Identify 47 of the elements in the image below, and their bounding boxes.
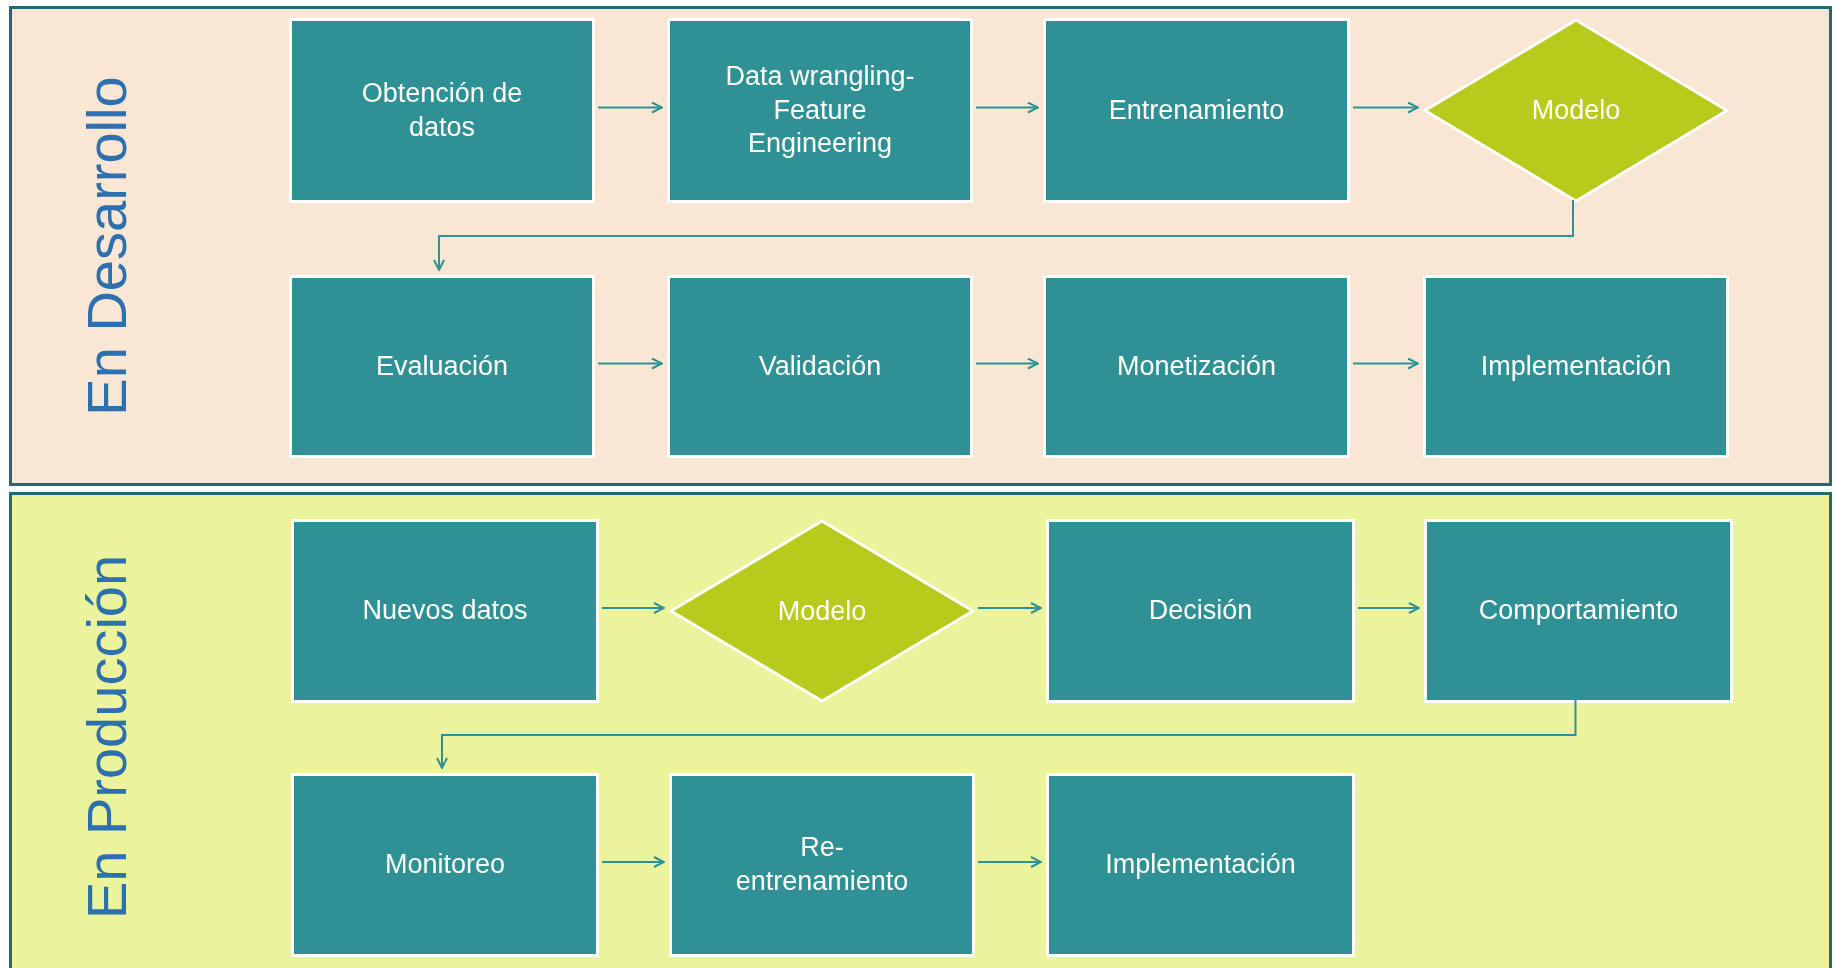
arrow — [1352, 101, 1419, 114]
node-label: Implementación — [1480, 349, 1672, 383]
node-label: Data wrangling- Feature Engineering — [724, 59, 916, 161]
arrow — [975, 101, 1039, 114]
process-box — [1046, 519, 1355, 703]
node-label: Entrenamiento — [1108, 93, 1285, 127]
process-box — [669, 773, 975, 957]
process-box — [1043, 18, 1350, 203]
decision-diamond — [1423, 18, 1729, 203]
node-label: Modelo — [1531, 94, 1621, 128]
arrow — [975, 357, 1039, 370]
arrow — [597, 101, 663, 114]
node-label: Decisión — [1148, 594, 1253, 628]
lane-title: En Producción — [79, 554, 135, 920]
arrow — [433, 199, 1574, 271]
node-label: Implementación — [1105, 848, 1296, 882]
node-label: Monitoreo — [384, 848, 506, 882]
process-box — [1423, 275, 1729, 458]
arrow — [977, 602, 1042, 614]
process-box — [667, 18, 973, 203]
arrow — [1357, 602, 1420, 614]
process-box — [1046, 773, 1355, 957]
swimlane-panel — [9, 492, 1832, 968]
node-label: Validación — [758, 349, 882, 383]
node-label: Comportamiento — [1478, 594, 1679, 628]
process-box — [289, 18, 595, 203]
arrow — [1352, 357, 1419, 370]
process-box — [289, 275, 595, 458]
arrow — [597, 357, 663, 370]
node-label: Re-entrenamiento — [734, 831, 910, 898]
node-label: Monetización — [1116, 349, 1277, 383]
swimlane-panel — [9, 6, 1832, 486]
node-label: Modelo — [777, 594, 867, 628]
arrow — [977, 856, 1042, 868]
node-label: Nuevos datos — [362, 594, 528, 628]
node-label: Evaluación — [375, 349, 509, 383]
process-box — [1043, 275, 1350, 458]
process-box — [291, 773, 599, 957]
arrow — [601, 856, 665, 868]
lane-title: En Desarrollo — [79, 76, 135, 416]
node-label: Obtención de datos — [360, 76, 524, 144]
decision-diamond — [669, 519, 975, 703]
process-box — [291, 519, 599, 703]
arrow — [601, 602, 665, 614]
arrow — [436, 699, 1577, 769]
process-box — [667, 275, 973, 458]
process-box — [1424, 519, 1733, 703]
